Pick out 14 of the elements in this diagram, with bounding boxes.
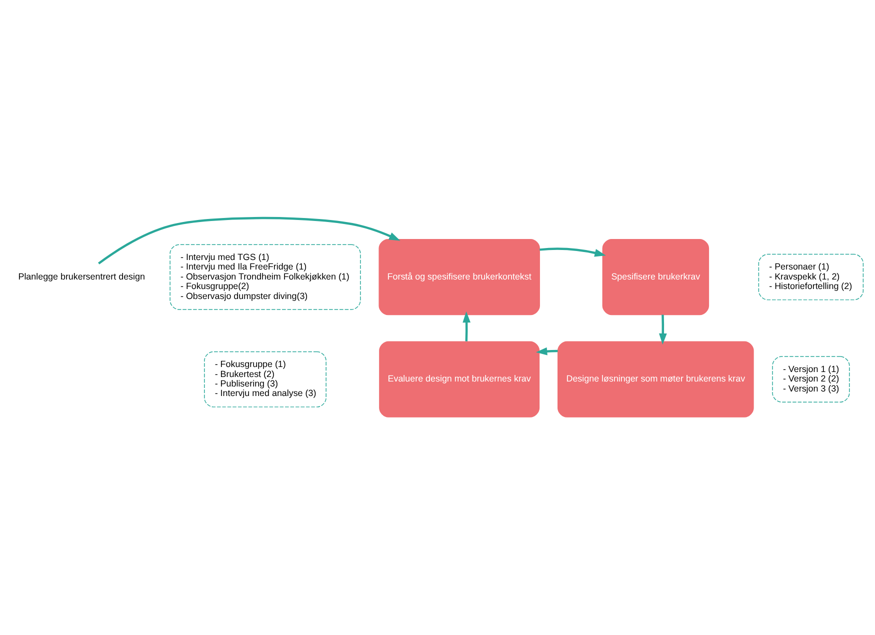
node-box: - Intervju med TGS (1) - Intervju med Ila FreeFridge (1) - Observasjon Trondheim Folkekjøkken (1) - Fokusgruppe(2) - Observasjo dumpster diving(3) (170, 244, 361, 310)
node-text: Planlegge brukersentrert design (18, 271, 145, 282)
node-box: Forstå og spesifisere brukerkontekst (378, 238, 540, 316)
arrow (540, 248, 606, 257)
node-box: - Fokusgruppe (1) - Brukertest (2) - Publisering (3) - Intervju med analyse (3) (204, 351, 326, 408)
node-box: Evaluere design mot brukernes krav (379, 341, 540, 418)
arrow (536, 347, 558, 356)
node-box: Designe løsninger som møter brukerens krav (558, 341, 754, 418)
node-box: - Versjon 1 (1) - Versjon 2 (2) - Versjon 3 (3) (772, 356, 850, 402)
node-box: - Personaer (1) - Kravspekk (1, 2) - Historiefortelling (2) (758, 254, 864, 300)
node-box: Spesifisere brukerkrav (602, 238, 710, 316)
arrow (462, 311, 471, 342)
arrow (659, 314, 667, 345)
arrow (98, 216, 400, 264)
